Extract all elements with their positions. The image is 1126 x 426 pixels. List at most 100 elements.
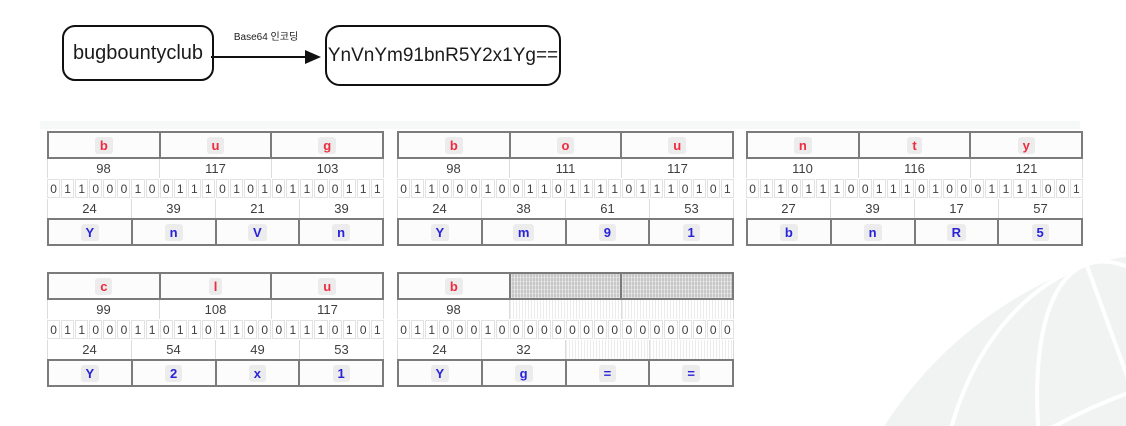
bit-cell: 1 — [872, 179, 886, 198]
plaintext-box: bugbountyclub — [62, 25, 214, 81]
base64-cell: Y — [399, 220, 483, 244]
base64-cell: 2 — [133, 361, 217, 385]
bit-cell: 0 — [495, 179, 509, 198]
bit-cell: 1 — [900, 179, 914, 198]
base64-char: g — [514, 364, 533, 382]
base64-cell: 1 — [650, 220, 732, 244]
bit-cell: 0 — [453, 179, 467, 198]
bit-cell: 0 — [244, 179, 258, 198]
base64-cell: g — [483, 361, 567, 385]
bit-cell: 1 — [61, 179, 75, 198]
base64-cell: = — [567, 361, 651, 385]
bit-cell: 0 — [467, 320, 481, 339]
bit-cell: 0 — [720, 320, 734, 339]
input-char: o — [556, 136, 575, 154]
base64-cell: n — [300, 220, 382, 244]
bit-cell: 0 — [551, 320, 565, 339]
bit-cell: 0 — [858, 179, 872, 198]
base64-cell: Y — [49, 220, 133, 244]
base64-cell: n — [133, 220, 217, 244]
bit-cell: 1 — [636, 179, 650, 198]
bit-cell: 0 — [746, 179, 760, 198]
bit-cell: 0 — [145, 179, 159, 198]
bit-cell: 1 — [201, 179, 215, 198]
bit-cell: 0 — [356, 320, 370, 339]
char-cell: n — [748, 133, 860, 157]
input-char: g — [318, 136, 337, 154]
base64-char: = — [682, 364, 700, 382]
bit-cell: 1 — [425, 320, 439, 339]
six-bit-value: 39 — [831, 199, 915, 218]
bit-cell: 1 — [580, 179, 594, 198]
bit-cell: 0 — [89, 179, 103, 198]
six-bit-value: 53 — [334, 342, 349, 357]
six-bit-value: 24 — [48, 340, 132, 359]
base64-cell: = — [650, 361, 732, 385]
ascii-value: 117 — [317, 302, 338, 317]
bit-cell: 0 — [453, 320, 467, 339]
bit-cell: 1 — [523, 179, 537, 198]
base64-cell: Y — [49, 361, 133, 385]
padding-cell — [650, 340, 733, 359]
six-bit-value: 27 — [747, 199, 831, 218]
bit-cell: 1 — [802, 179, 816, 198]
bit-cell: 0 — [580, 320, 594, 339]
char-row: b — [397, 272, 734, 300]
six-bit-value: 21 — [216, 199, 300, 218]
base64-char: x — [248, 364, 266, 382]
ascii-value: 110 — [747, 159, 859, 178]
bit-cell: 1 — [300, 320, 314, 339]
bit-cell: 0 — [1041, 179, 1055, 198]
char-cell: l — [161, 274, 273, 298]
bit-cell: 1 — [370, 320, 384, 339]
bit-cell: 0 — [397, 179, 411, 198]
bit-cell: 1 — [411, 320, 425, 339]
ascii-value: 117 — [667, 161, 688, 176]
bit-cell: 0 — [439, 179, 453, 198]
bit-cell: 1 — [608, 179, 622, 198]
base64-char: 9 — [598, 223, 616, 241]
bit-cell: 1 — [75, 179, 89, 198]
bit-cell: 0 — [103, 320, 117, 339]
bit-cell: 1 — [1013, 179, 1027, 198]
base64-char: Y — [80, 364, 100, 382]
bit-cell: 1 — [286, 179, 300, 198]
bit-cell: 1 — [594, 179, 608, 198]
bit-cell: 0 — [943, 179, 957, 198]
input-char: b — [94, 136, 113, 154]
bit-cell: 0 — [678, 179, 692, 198]
bit-cell: 1 — [999, 179, 1013, 198]
bit-cell: 0 — [159, 320, 173, 339]
base64-char: 5 — [1031, 223, 1049, 241]
base64-cell: 9 — [567, 220, 651, 244]
bit-cell: 0 — [117, 179, 131, 198]
bit-cell: 0 — [706, 179, 720, 198]
bit-cell: 0 — [201, 320, 215, 339]
six-bit-value: 24 — [398, 199, 482, 218]
bit-cell: 1 — [929, 179, 943, 198]
bit-cell: 1 — [370, 179, 384, 198]
input-char: y — [1017, 136, 1035, 154]
bit-cell: 0 — [706, 320, 720, 339]
bit-cell: 0 — [608, 320, 622, 339]
ascii-value: 98 — [398, 159, 510, 178]
base64-cell: Y — [399, 361, 483, 385]
bit-cell: 0 — [439, 320, 453, 339]
bit-cell: 1 — [145, 320, 159, 339]
bit-cell: 1 — [664, 179, 678, 198]
base64-cell: m — [483, 220, 567, 244]
bit-cell: 0 — [314, 179, 328, 198]
bit-cell: 0 — [215, 179, 230, 198]
input-char: u — [668, 136, 687, 154]
base64-char: 1 — [682, 223, 700, 241]
